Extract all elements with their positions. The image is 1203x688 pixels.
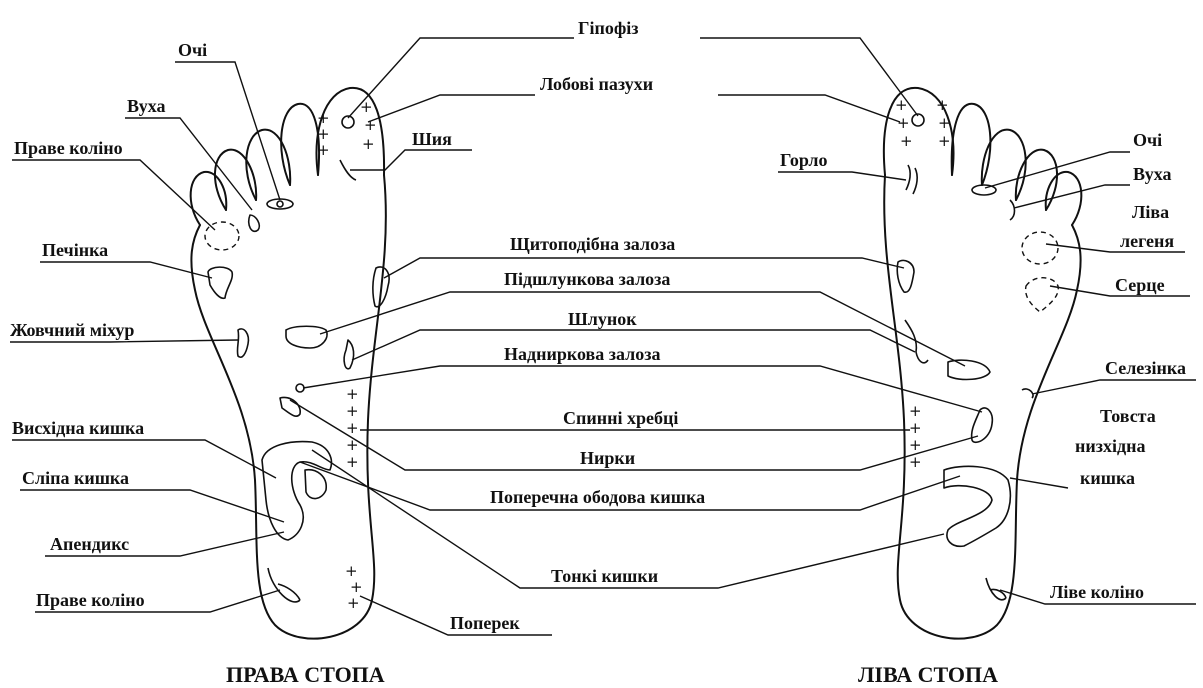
label-poperechna: Поперечна ободова кишка: [490, 487, 705, 507]
svg-text:+: +: [900, 132, 913, 150]
labels: Гіпофіз Лобові пазухи Очі Очі Вуха Вуха …: [10, 18, 1186, 687]
svg-text:+: +: [909, 402, 922, 420]
label-live-kolino: Ліве коліно: [1050, 582, 1144, 602]
svg-text:+: +: [938, 114, 951, 132]
label-sertse: Серце: [1115, 275, 1165, 295]
label-spynni: Спинні хребці: [563, 408, 678, 428]
label-liva-legenia-2: легеня: [1120, 231, 1174, 251]
label-nyrky: Нирки: [580, 448, 635, 468]
svg-text:+: +: [909, 436, 922, 454]
right-foot-organs: +++ +++ +++++ +++: [205, 98, 389, 612]
svg-text:+: +: [936, 96, 949, 114]
label-nadnyrkova: Надниркова залоза: [504, 344, 661, 364]
label-apendyks: Апендикс: [50, 534, 129, 554]
label-gipofiz: Гіпофіз: [578, 18, 639, 38]
svg-text:+: +: [909, 419, 922, 437]
label-tovsta-1: Товста: [1100, 406, 1156, 426]
label-shlunok: Шлунок: [568, 309, 637, 329]
svg-text:+: +: [938, 132, 951, 150]
label-gorlo: Горло: [780, 150, 828, 170]
label-pidshlunkova: Підшлункова залоза: [504, 269, 670, 289]
svg-text:+: +: [364, 116, 377, 134]
caption-left-foot: ЛІВА СТОПА: [858, 662, 998, 687]
svg-text:+: +: [346, 385, 359, 403]
label-shyia: Шия: [412, 129, 452, 149]
label-pechinka: Печінка: [42, 240, 108, 260]
left-foot-organs: +++ +++ ++++: [895, 96, 1058, 600]
label-ochi-right-foot: Очі: [178, 40, 207, 60]
label-zhovchnyi: Жовчний міхур: [10, 320, 134, 340]
label-prave-kolino-top: Праве коліно: [14, 138, 123, 158]
label-shchytopodibna: Щитоподібна залоза: [510, 234, 675, 254]
leader-lines: [10, 38, 1196, 635]
label-slipa: Сліпа кишка: [22, 468, 129, 488]
svg-text:+: +: [362, 135, 375, 153]
label-selezinka: Селезінка: [1105, 358, 1186, 378]
svg-text:+: +: [346, 402, 359, 420]
label-prave-kolino-bottom: Праве коліно: [36, 590, 145, 610]
label-tovsta-3: кишка: [1080, 468, 1135, 488]
label-poperek: Поперек: [450, 613, 520, 633]
caption-right-foot: ПРАВА СТОПА: [226, 662, 385, 687]
left-foot-outline: [884, 88, 1081, 639]
svg-text:+: +: [347, 594, 360, 612]
label-vyskhidna: Висхідна кишка: [12, 418, 144, 438]
label-liva-legenia-1: Ліва: [1132, 202, 1169, 222]
svg-text:+: +: [346, 419, 359, 437]
svg-text:+: +: [346, 453, 359, 471]
svg-text:+: +: [897, 114, 910, 132]
label-tovsta-2: низхідна: [1075, 436, 1145, 456]
svg-text:+: +: [317, 141, 330, 159]
svg-text:+: +: [360, 98, 373, 116]
label-vukha-left-foot: Вуха: [1133, 164, 1172, 184]
label-vukha-right-foot: Вуха: [127, 96, 166, 116]
label-tonki: Тонкі кишки: [551, 566, 658, 586]
label-ochi-left-foot: Очі: [1133, 130, 1162, 150]
label-lobovi-pazukhy: Лобові пазухи: [540, 74, 653, 94]
